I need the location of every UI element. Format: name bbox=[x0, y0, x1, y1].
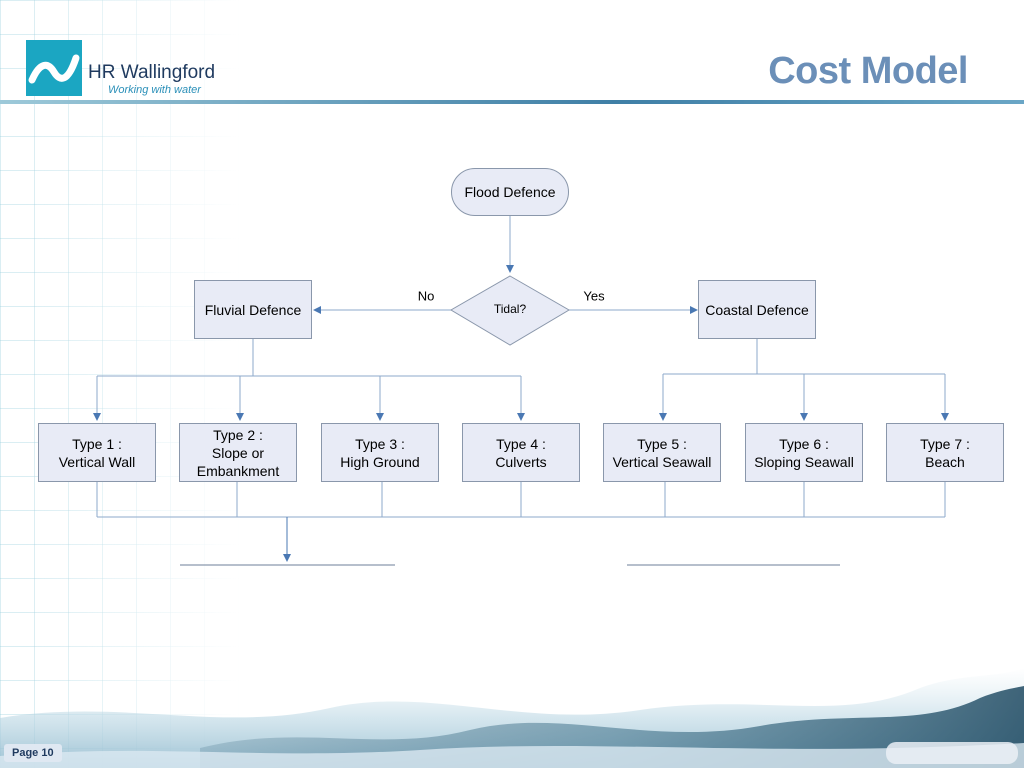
hr-wallingford-logo: HR Wallingford Working with water bbox=[26, 40, 215, 100]
page-number: Page 10 bbox=[4, 744, 62, 762]
background-grid bbox=[0, 0, 240, 768]
type-3-node: Type 3 : High Ground bbox=[321, 423, 439, 482]
logo-wave-icon bbox=[26, 40, 82, 96]
type-4-node: Type 4 : Culverts bbox=[462, 423, 580, 482]
water-splash-image bbox=[0, 668, 1024, 768]
corner-decoration bbox=[886, 742, 1018, 764]
no-label: No bbox=[417, 288, 435, 304]
type-5-node: Type 5 : Vertical Seawall bbox=[603, 423, 721, 482]
type-2-node: Type 2 : Slope or Embankment bbox=[179, 423, 297, 482]
logo-name: HR Wallingford bbox=[88, 62, 216, 83]
type-6-node: Type 6 : Sloping Seawall bbox=[745, 423, 863, 482]
fluvial-defence-node: Fluvial Defence bbox=[194, 280, 312, 339]
title-rule bbox=[0, 100, 1024, 104]
coastal-defence-node: Coastal Defence bbox=[698, 280, 816, 339]
decision-label: Tidal? bbox=[493, 302, 527, 316]
type-1-node: Type 1 : Vertical Wall bbox=[38, 423, 156, 482]
slide-title: Cost Model bbox=[768, 50, 968, 92]
type-7-node: Type 7 : Beach bbox=[886, 423, 1004, 482]
decision-diamond bbox=[450, 275, 570, 346]
logo-tagline: Working with water bbox=[108, 84, 201, 96]
flood-defence-node: Flood Defence bbox=[451, 168, 569, 216]
yes-label: Yes bbox=[583, 288, 605, 304]
